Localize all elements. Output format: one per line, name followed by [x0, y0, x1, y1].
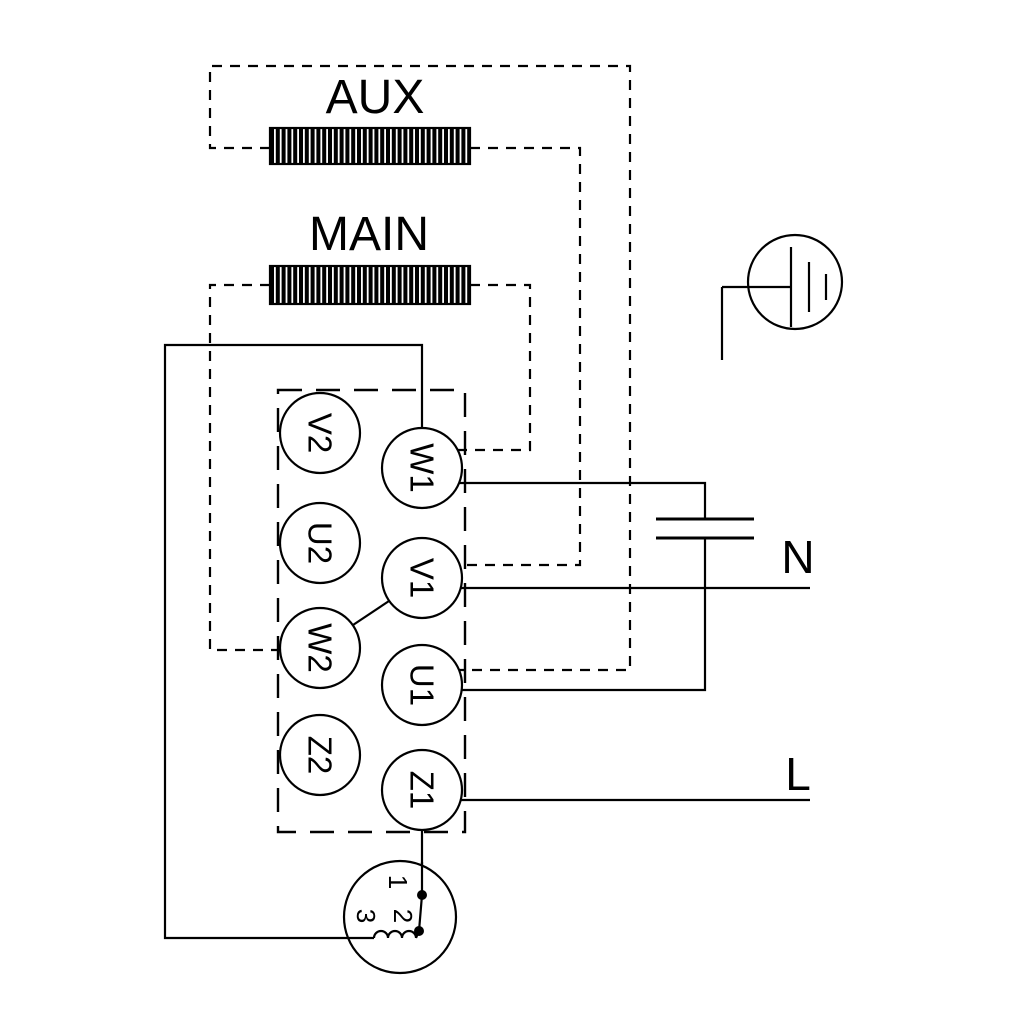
thermal-protector-circle: [342, 859, 458, 975]
aux-outer-dashed-wire: [208, 64, 632, 672]
main-coil-outline: [268, 264, 472, 306]
aux-coil: [268, 126, 472, 166]
ground-circle: [746, 233, 844, 331]
terminal-v2-circle: [278, 391, 362, 475]
terminal-w2-circle: [278, 606, 362, 690]
supply-neutral-label: N: [781, 531, 814, 583]
terminal-u1: U1: [380, 643, 464, 727]
main-left-dashed-wire: [208, 283, 280, 652]
terminal-u2-label: U2: [301, 522, 338, 564]
thermal-protector: 1 2 3: [342, 859, 458, 975]
terminal-z2: Z2: [278, 713, 362, 797]
terminal-z2-label: Z2: [301, 736, 338, 775]
terminal-u2-circle: [278, 501, 362, 585]
terminal-z2-circle: [278, 713, 362, 797]
terminal-u1-circle: [380, 643, 464, 727]
terminal-z1-label: Z1: [403, 771, 440, 810]
main-winding-circuit: [208, 283, 532, 652]
protector-pin-1-label: 1: [383, 875, 413, 889]
protector-heater-coil: [372, 929, 418, 939]
aux-winding-circuit: [208, 64, 632, 672]
terminal-board: V2 U2 W2 Z2 W1 V1 U1 Z1: [278, 391, 464, 832]
terminal-v1-circle: [380, 536, 464, 620]
terminal-board-outline: [276, 388, 467, 834]
terminal-v2-label: V2: [301, 413, 338, 453]
terminal-w2-label: W2: [301, 623, 338, 673]
wire-w1-protector-loop: [163, 343, 424, 940]
terminal-w1: W1: [380, 426, 464, 510]
wire-w1-capacitor: [459, 481, 707, 519]
terminal-u1-label: U1: [403, 664, 440, 706]
solid-wiring: [163, 343, 810, 940]
aux-winding-label: AUX: [326, 71, 425, 124]
main-coil: [268, 264, 472, 306]
terminal-w2: W2: [278, 606, 362, 690]
main-right-dashed-wire: [458, 283, 532, 452]
protector-pin-2-label: 2: [388, 909, 418, 923]
terminal-v1-label: V1: [403, 558, 440, 598]
protector-pin-3-label: 3: [351, 909, 381, 923]
terminal-z1-circle: [380, 748, 464, 832]
supply-line-label: L: [785, 748, 811, 800]
terminal-v1: V1: [380, 536, 464, 620]
main-winding-label: MAIN: [309, 208, 429, 261]
terminal-u2: U2: [278, 501, 362, 585]
wire-capacitor-u1: [462, 538, 707, 692]
terminal-w1-circle: [380, 426, 464, 510]
capacitor-icon: [656, 517, 754, 540]
protector-contact-dot-1: [417, 890, 427, 900]
aux-inner-dashed-wire: [460, 146, 582, 567]
terminal-w1-label: W1: [403, 443, 440, 493]
wire-link-w2-v1: [352, 600, 390, 626]
ground-icon: [720, 233, 844, 360]
terminal-z1: Z1: [380, 748, 464, 832]
terminal-v2: V2: [278, 391, 362, 475]
aux-coil-outline: [268, 126, 472, 166]
protector-contact-dot-2: [414, 926, 424, 936]
